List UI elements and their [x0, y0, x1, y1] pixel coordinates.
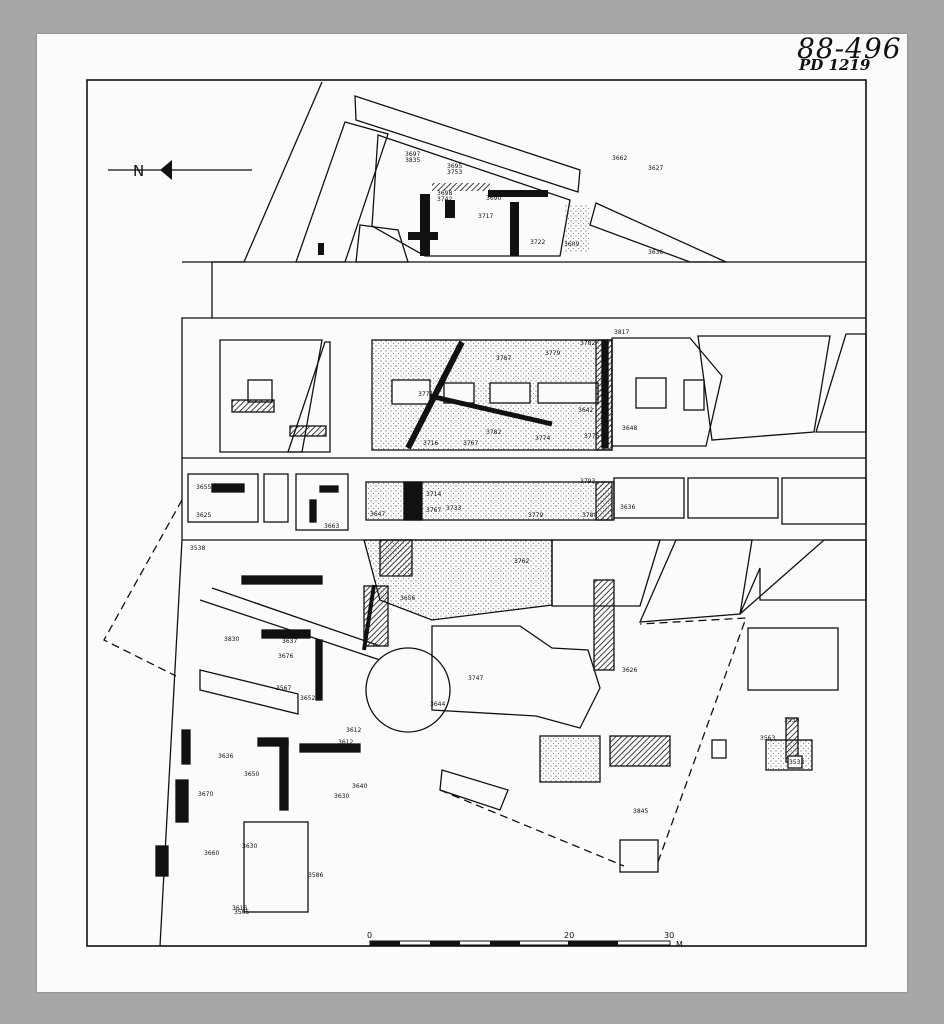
spot-height-label: 3793	[580, 478, 595, 485]
spot-height-label: 3636	[620, 504, 635, 511]
spot-height-label: 3663	[324, 523, 339, 530]
spot-height-label: 3782	[486, 429, 501, 436]
spot-height-label: 3627	[648, 165, 663, 172]
spot-height-label: 3830	[224, 636, 239, 643]
west-blocks-row-2	[219, 339, 331, 453]
street-row-3	[182, 457, 867, 541]
spot-height-label: 3787	[496, 355, 511, 362]
top-building-block	[243, 81, 727, 263]
spot-height-label: 3722	[530, 239, 545, 246]
spot-height-label: 3630	[334, 793, 349, 800]
scale-tick-20: 20	[564, 931, 574, 940]
spot-height-label: 3670	[198, 791, 213, 798]
spot-height-label: 3716	[423, 440, 438, 447]
spot-height-label: 3640	[352, 783, 367, 790]
spot-height-label: 3767	[463, 440, 478, 447]
spot-height-label: 3780	[582, 512, 597, 519]
spot-height-label: 3845	[633, 808, 648, 815]
spot-height-label: 3626	[622, 667, 637, 674]
spot-height-label: 3648	[622, 425, 637, 432]
spot-height-label: 3625	[196, 512, 211, 519]
spot-height-label: 3771	[418, 391, 433, 398]
spot-height-label: 3655	[196, 484, 211, 491]
lower-excavation-area	[155, 539, 867, 913]
spot-height-label: 3776	[584, 433, 599, 440]
scale-tick-30: 30	[664, 931, 674, 940]
spot-height-label: 3650	[244, 771, 259, 778]
spot-height-label: 3656	[400, 595, 415, 602]
spot-height-label: 3630	[242, 843, 257, 850]
spot-height-label: 3742	[437, 196, 452, 203]
spot-height-label: 3835	[405, 157, 420, 164]
spot-height-label: 3762	[514, 558, 529, 565]
spot-height-label: 3767	[426, 507, 441, 514]
spot-height-label: 3695	[447, 163, 462, 170]
spot-height-label: 3676	[278, 653, 293, 660]
spot-height-label: 3717	[478, 213, 493, 220]
spot-height-label: 3644	[430, 701, 445, 708]
spot-height-label: 3652	[300, 695, 315, 702]
spot-height-label: 3642	[578, 407, 593, 414]
spot-height-label: 3733	[446, 505, 461, 512]
spot-height-label: 3609	[564, 241, 579, 248]
spot-height-labels: 3697 3695 3698 3690 3717 3722 3662 3627 3609 3636…	[190, 151, 804, 916]
spot-height-label: 3779	[528, 512, 543, 519]
spot-height-label: 3817	[614, 329, 629, 336]
north-arrow: N	[108, 160, 252, 180]
survey-boundary-dashed	[103, 499, 747, 867]
spot-height-label: 3747	[468, 675, 483, 682]
spot-height-label: 3636	[648, 249, 663, 256]
spot-height-label: 3538	[784, 717, 799, 724]
spot-height-label: 3782	[580, 340, 595, 347]
spot-height-label: 3779	[545, 350, 560, 357]
central-courtyard-block	[371, 333, 867, 451]
spot-height-label: 3662	[612, 155, 627, 162]
spot-height-label: 3753	[447, 169, 462, 176]
spot-height-label: 3647	[370, 511, 385, 518]
spot-height-label: 3612	[346, 727, 361, 734]
scale-bar: 0 20 30 M	[367, 931, 683, 949]
spot-height-label: 3533	[789, 759, 804, 766]
sheet-reference-number: 88-496	[797, 32, 902, 65]
scale-unit: M	[676, 940, 683, 949]
spot-height-label: 3660	[204, 850, 219, 857]
spot-height-label: 3563	[760, 735, 775, 742]
north-arrow-label: N	[133, 162, 144, 180]
spot-height-label: 3774	[535, 435, 550, 442]
spot-height-label: 3697	[405, 151, 420, 158]
spot-height-label: 3714	[426, 491, 441, 498]
spot-height-label: 3636	[218, 753, 233, 760]
spot-height-label: 3586	[308, 872, 323, 879]
sheet-reference-code: PD 1219	[799, 56, 871, 74]
spot-height-label: 3690	[486, 195, 501, 202]
spot-height-label: 3698	[437, 190, 452, 197]
spot-height-label: 3612	[338, 739, 353, 746]
spot-height-label: 3505	[234, 909, 249, 916]
spot-height-label: 3616	[232, 905, 247, 912]
spot-height-label: 3538	[190, 545, 205, 552]
site-outline	[159, 261, 866, 947]
scale-tick-0: 0	[367, 931, 372, 940]
spot-height-label: 3567	[276, 685, 291, 692]
spot-height-label: 3637	[282, 638, 297, 645]
